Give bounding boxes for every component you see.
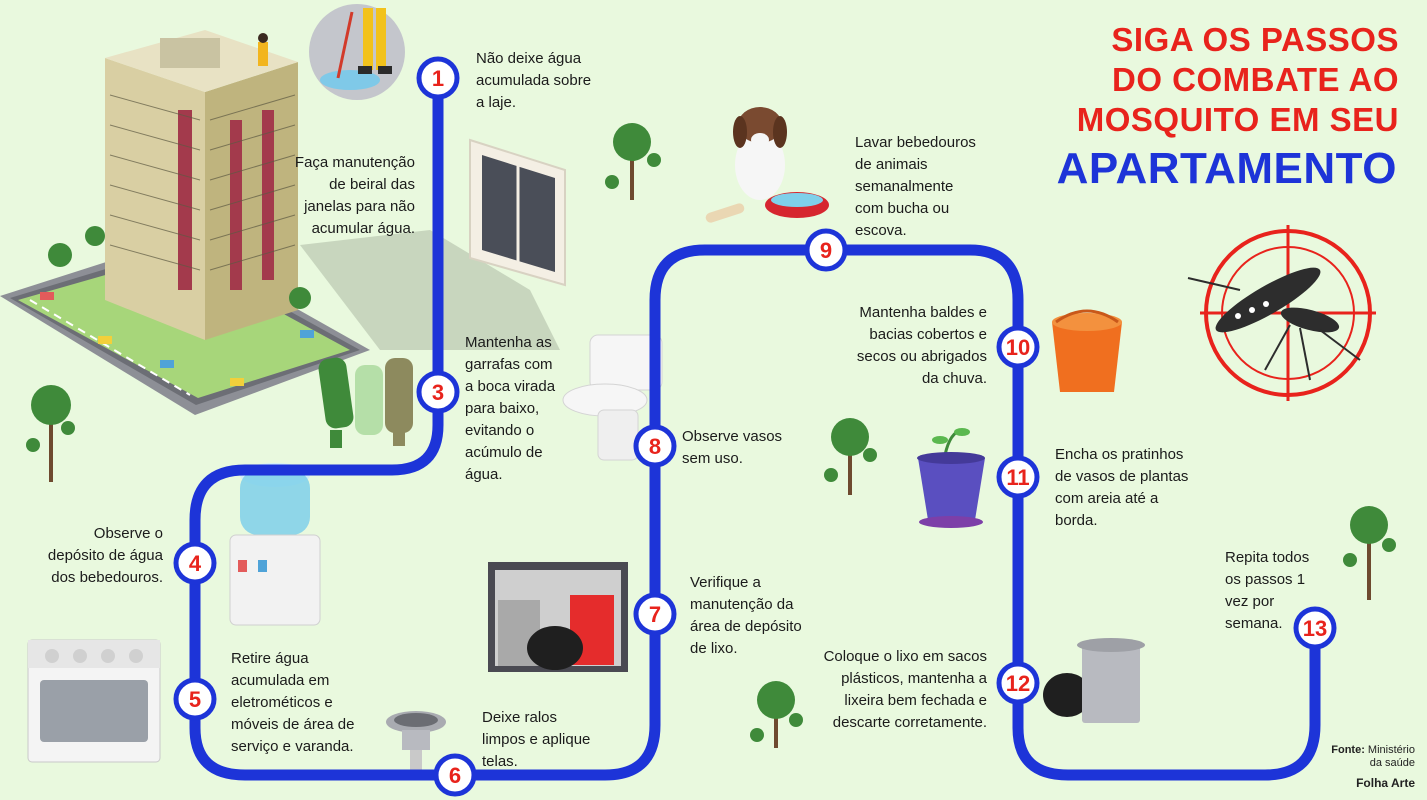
step-marker-9: 9 (804, 228, 848, 272)
step-13-text: Repita todos os passos 1 vez por semana. (1225, 549, 1310, 632)
step-marker-8: 8 (633, 424, 677, 468)
step-5-text: Retire água acumulada em eletrométicos e… (231, 650, 355, 755)
step-4-text: Observe o depósito de água dos bebedouro… (47, 525, 163, 586)
tree-illustration (605, 123, 661, 200)
step-marker-number: 9 (820, 238, 832, 263)
art-credit: Folha Arte (1356, 776, 1415, 790)
toilet-illustration (562, 334, 663, 461)
title-line-3: MOSQUITO EM SEU (1076, 101, 1399, 138)
title-highlight: APARTAMENTO (1056, 144, 1397, 193)
step-6-text: Deixe ralos limpos e aplique telas. (482, 709, 591, 770)
tree-illustration (26, 385, 75, 482)
step-marker-13: 13 (1293, 606, 1337, 650)
step-marker-circle (1293, 606, 1337, 650)
step-12-text: Coloque o lixo em sacos plásticos, mante… (823, 648, 987, 731)
step-marker-number: 7 (649, 602, 661, 627)
mosquito-crosshair-illustration (1187, 225, 1376, 401)
step-9-text: Lavar bebedouros de animais semanalmente… (855, 134, 976, 239)
step-marker-circle (173, 677, 217, 721)
step-marker-circle (996, 661, 1040, 705)
drain-illustration (386, 711, 446, 770)
step-3-text: Mantenha as garrafas com a boca virada p… (465, 334, 556, 483)
tree-illustration (1343, 506, 1396, 600)
step-marker-circle (804, 228, 848, 272)
step-marker-circle (996, 455, 1040, 499)
window-illustration (469, 138, 566, 287)
trash-storage-illustration (488, 562, 628, 672)
source-name-line-1: Ministério (1367, 744, 1415, 756)
step-marker-circle (173, 541, 217, 585)
step-marker-circle (416, 370, 460, 414)
title-line-1: SIGA OS PASSOS (1111, 21, 1399, 58)
step-marker-number: 10 (1006, 335, 1030, 360)
step-marker-6: 6 (433, 753, 477, 797)
step-marker-5: 5 (173, 677, 217, 721)
step-marker-circle (633, 592, 677, 636)
step-marker-number: 11 (1006, 465, 1029, 490)
step-marker-7: 7 (633, 592, 677, 636)
step-10-text: Mantenha baldes e bacias cobertos e seco… (856, 304, 987, 387)
step-1-text: Não deixe água acumulada sobre a laje. (476, 50, 592, 111)
plant-pot-illustration (917, 428, 985, 528)
stove-illustration (27, 639, 161, 763)
step-marker-circle (633, 424, 677, 468)
step-marker-circle (996, 325, 1040, 369)
step-route-path (189, 78, 1321, 781)
apartment-building-illustration (0, 30, 370, 415)
step-marker-11: 11 (996, 455, 1040, 499)
step-marker-3: 3 (416, 370, 460, 414)
step-marker-number: 13 (1303, 616, 1327, 641)
source-label: Fonte: (1331, 744, 1365, 756)
source-note: Fonte: Ministério da saúde (1331, 744, 1415, 770)
roof-cleaning-illustration (309, 4, 405, 100)
step-marker-number: 12 (1006, 671, 1030, 696)
dog-illustration (705, 107, 829, 223)
step-marker-circle (433, 753, 477, 797)
source-name-line-2: da saúde (1369, 757, 1415, 769)
water-dispenser-illustration (229, 463, 321, 626)
step-marker-number: 8 (649, 434, 661, 459)
step-marker-12: 12 (996, 661, 1040, 705)
step-marker-circle (416, 56, 460, 100)
step-2-text: Faça manutenção de beiral das janelas pa… (294, 154, 415, 237)
step-marker-4: 4 (173, 541, 217, 585)
step-marker-number: 5 (189, 687, 201, 712)
trash-bin-illustration (1043, 638, 1145, 723)
tree-illustration (824, 418, 877, 495)
step-11-text: Encha os pratinhos de vasos de plantas c… (1055, 446, 1189, 529)
step-marker-10: 10 (996, 325, 1040, 369)
bottles-illustration (318, 357, 413, 448)
bucket-illustration (1052, 309, 1122, 392)
step-marker-number: 3 (432, 380, 444, 405)
step-7-text: Verifique a manutenção da área de depósi… (690, 574, 802, 657)
step-8-text: Observe vasos sem uso. (682, 428, 783, 467)
step-marker-number: 1 (432, 66, 444, 91)
step-marker-number: 6 (449, 763, 461, 788)
step-marker-1: 1 (416, 56, 460, 100)
title-line-2: DO COMBATE AO (1112, 61, 1399, 98)
tree-illustration (750, 681, 803, 748)
step-marker-number: 4 (189, 551, 202, 576)
building-shadow (300, 230, 560, 350)
